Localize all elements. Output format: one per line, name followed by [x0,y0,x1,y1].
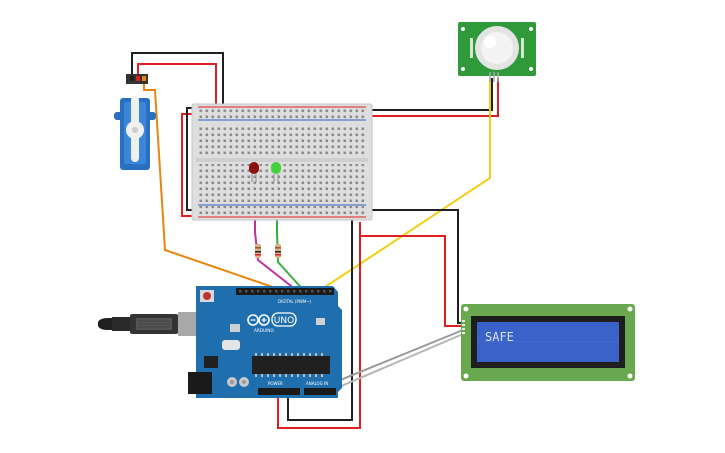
arduino-uno-board[interactable]: DIGITAL (PWM~) UNO ARDUINO [188,286,342,398]
green-led-icon[interactable] [271,162,281,182]
wire-power-black[interactable] [287,216,353,421]
wire-pir-yellow-signal[interactable] [315,78,491,294]
resistor-red-led[interactable] [255,244,261,258]
wire-i2c-scl[interactable] [331,333,464,391]
digital-header-label: DIGITAL (PWM~) [278,299,312,304]
wire-servo-red[interactable] [137,63,217,108]
breadboard [191,103,373,221]
wire-power-red[interactable] [277,222,361,429]
resistor-green-led[interactable] [275,244,281,258]
wire-lcd-black[interactable] [352,209,463,324]
red-led-icon[interactable] [249,162,259,182]
arduino-logo-icon [247,314,270,326]
wire-pir-red[interactable] [372,78,499,117]
wire-i2c-sda[interactable] [327,329,464,386]
atmega-chip [252,356,330,374]
power-header-label: POWER [268,381,283,386]
power-header [258,388,300,395]
wire-pir-black[interactable] [372,78,493,111]
wire-servo-black[interactable] [131,52,224,108]
uno-logo-text: UNO [274,316,294,326]
lcd-module[interactable]: SAFE [461,304,635,381]
analog-header-label: ANALOG IN [306,381,328,386]
servo-motor-icon[interactable] [114,74,156,170]
pir-sensor-icon[interactable] [458,22,536,82]
analog-header [304,388,336,395]
wire-lcd-red[interactable] [359,222,463,327]
usb-cable-icon [98,312,196,336]
wire-servo-orange-signal[interactable] [143,78,291,294]
arduino-brand-text: ARDUINO [254,328,274,333]
lcd-message: SAFE [485,330,514,344]
reset-button[interactable] [203,292,211,300]
